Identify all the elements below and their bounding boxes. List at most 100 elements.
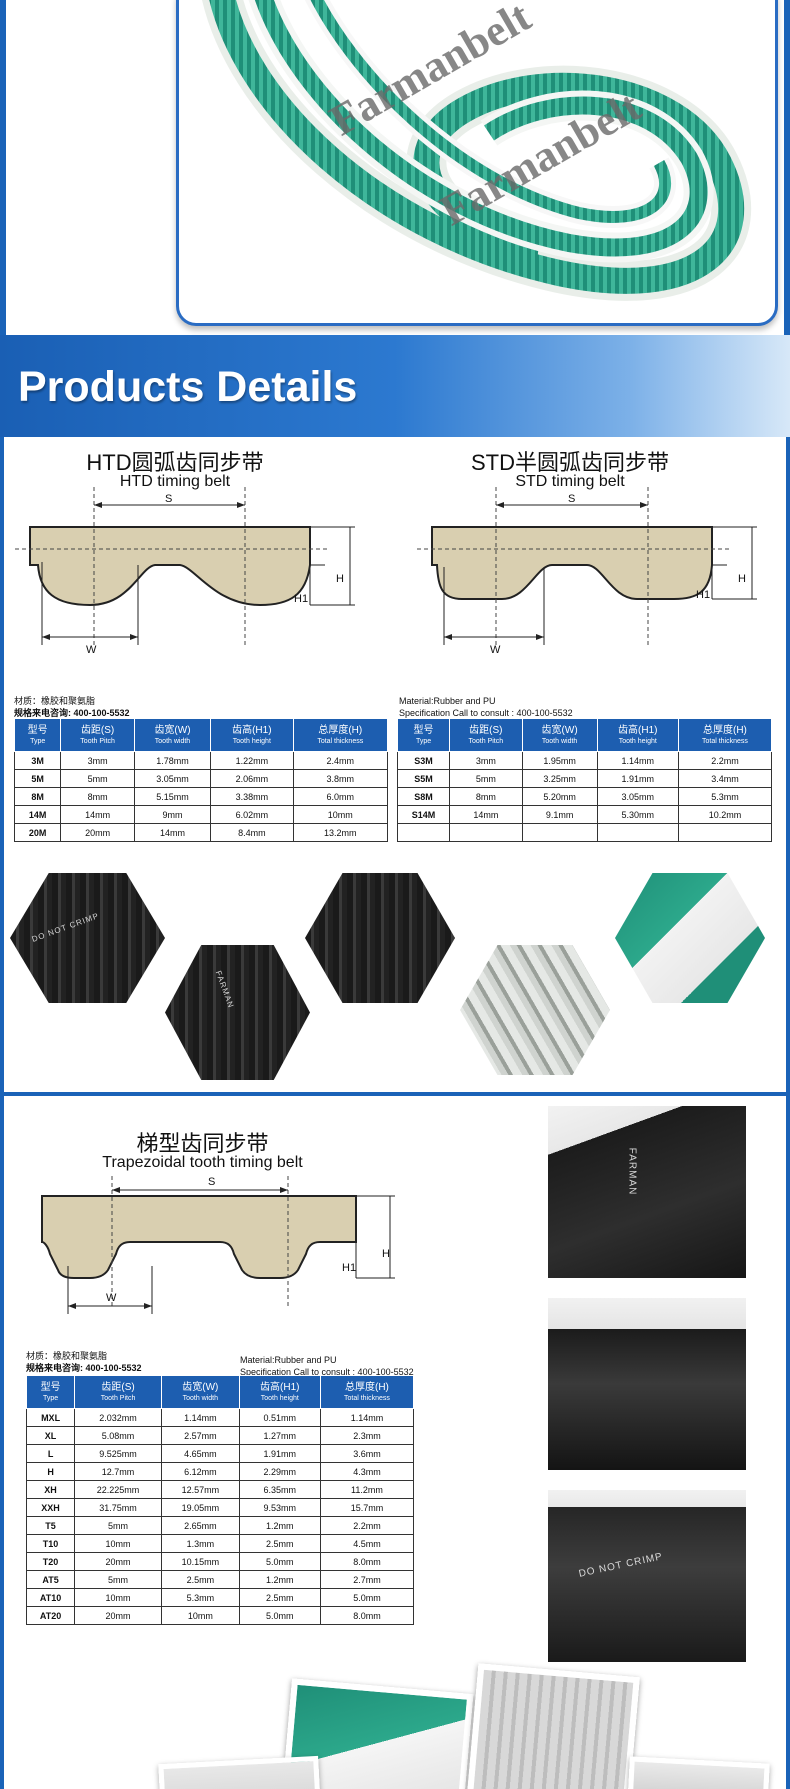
left-border bbox=[0, 0, 6, 335]
value-cell: 2.5mm bbox=[238, 1534, 321, 1553]
type-cell: 5M bbox=[13, 769, 62, 788]
material-text: 材质：橡胶和聚氨脂 bbox=[26, 1351, 108, 1361]
trap-material-en: Material:Rubber and PU Specification Cal… bbox=[240, 1354, 414, 1378]
value-cell: 2.5mm bbox=[160, 1570, 240, 1589]
value-cell: 2.29mm bbox=[238, 1462, 321, 1481]
value-cell: 8mm bbox=[449, 787, 523, 806]
type-cell: 8M bbox=[13, 787, 62, 806]
belt-photo-hex bbox=[305, 873, 455, 1003]
value-cell: 14mm bbox=[449, 805, 523, 824]
value-cell: 8.0mm bbox=[319, 1606, 415, 1625]
type-cell: 14M bbox=[13, 805, 62, 824]
value-cell: 1.14mm bbox=[596, 751, 679, 770]
header-cn: 齿高(H1) bbox=[232, 725, 272, 736]
value-cell: 3.38mm bbox=[210, 787, 294, 806]
std-title-cn: STD半圆弧齿同步带 bbox=[470, 450, 669, 475]
header-en: Tooth height bbox=[260, 1395, 299, 1402]
header-en: Total thickness bbox=[317, 738, 364, 745]
header-cn: 型号 bbox=[413, 725, 434, 736]
hero-belt-photo: Farmanbelt Farmanbelt bbox=[176, 0, 778, 326]
table-header-cell: 总厚度(H)Total thickness bbox=[319, 1375, 415, 1409]
label-w: W bbox=[86, 644, 97, 656]
value-cell: 6.02mm bbox=[210, 805, 294, 824]
value-cell: 5.3mm bbox=[160, 1588, 240, 1607]
value-cell bbox=[677, 823, 773, 842]
material-text: Material:Rubber and PU bbox=[399, 696, 496, 706]
header-en: Tooth Pitch bbox=[100, 1395, 136, 1402]
header-cn: 型号 bbox=[27, 725, 48, 736]
value-cell: 19.05mm bbox=[160, 1498, 240, 1517]
header-cn: 型号 bbox=[40, 1382, 61, 1393]
value-cell: 5.0mm bbox=[238, 1552, 321, 1571]
value-cell: 12.7mm bbox=[74, 1462, 162, 1481]
value-cell: 5.0mm bbox=[319, 1588, 415, 1607]
section-banner: Products Details bbox=[0, 335, 790, 437]
header-en: Type bbox=[415, 738, 432, 745]
value-cell: 2.4mm bbox=[292, 751, 389, 770]
htd-title-en: HTD timing belt bbox=[119, 473, 231, 490]
label-h: H bbox=[336, 573, 344, 585]
belt-photo: FARMAN bbox=[548, 1106, 746, 1278]
value-cell: 4.65mm bbox=[160, 1444, 240, 1463]
value-cell: 2.032mm bbox=[74, 1408, 162, 1427]
htd-material: 材质：橡胶和聚氨脂 规格来电咨询: 400-100-5532 bbox=[14, 695, 130, 719]
belt-photo bbox=[626, 1756, 770, 1789]
label-h: H bbox=[382, 1248, 390, 1260]
table-header-cell: 齿高(H1)Tooth height bbox=[596, 718, 679, 752]
header-cn: 齿距(S) bbox=[80, 725, 115, 736]
header-cn: 齿距(S) bbox=[469, 725, 503, 736]
value-cell: 15.7mm bbox=[319, 1498, 415, 1517]
value-cell: 1.2mm bbox=[238, 1570, 321, 1589]
value-cell: 2.5mm bbox=[238, 1588, 321, 1607]
type-cell: 20M bbox=[13, 823, 62, 842]
label-w: W bbox=[106, 1292, 117, 1304]
value-cell bbox=[449, 823, 523, 842]
value-cell: 3.05mm bbox=[596, 787, 679, 806]
consult-text: Specification Call to consult : 400-100-… bbox=[399, 708, 573, 718]
value-cell: 1.14mm bbox=[319, 1408, 415, 1427]
value-cell: 5mm bbox=[74, 1570, 162, 1589]
value-cell: 5.15mm bbox=[133, 787, 212, 806]
header-en: Total thickness bbox=[343, 1395, 390, 1402]
right-border bbox=[784, 0, 790, 335]
table-header-cell: 齿距(S)Tooth Pitch bbox=[74, 1375, 162, 1409]
value-cell: 5mm bbox=[74, 1516, 162, 1535]
value-cell: 10.2mm bbox=[677, 805, 773, 824]
value-cell: 3mm bbox=[60, 751, 135, 770]
type-cell: AT20 bbox=[25, 1606, 76, 1625]
header-en: Tooth height bbox=[618, 738, 657, 745]
table-header-cell: 齿宽(W) Tooth width bbox=[160, 1375, 240, 1409]
value-cell: 14mm bbox=[60, 805, 135, 824]
value-cell: 8mm bbox=[60, 787, 135, 806]
belt-brand-text: FARMAN bbox=[626, 1147, 638, 1196]
value-cell: 22.225mm bbox=[74, 1480, 162, 1499]
type-cell: S3M bbox=[396, 751, 451, 770]
consult-text: 规格来电咨询: 400-100-5532 bbox=[26, 1363, 142, 1373]
section-title: Products Details bbox=[18, 363, 358, 411]
type-cell: XL bbox=[25, 1426, 76, 1445]
right-border bbox=[786, 1096, 790, 1789]
belt-photo bbox=[548, 1298, 746, 1470]
type-cell: AT5 bbox=[25, 1570, 76, 1589]
value-cell: 2.65mm bbox=[160, 1516, 240, 1535]
belt-print-text: DO NOT CRIMP bbox=[30, 911, 101, 944]
value-cell: 10.15mm bbox=[160, 1552, 240, 1571]
value-cell: 1.3mm bbox=[160, 1534, 240, 1553]
value-cell: 10mm bbox=[292, 805, 389, 824]
label-h1: H1 bbox=[342, 1262, 357, 1274]
value-cell: 5.08mm bbox=[74, 1426, 162, 1445]
header-cn: 齿宽(W) bbox=[182, 1382, 219, 1393]
header-en: Tooth width bbox=[182, 1395, 219, 1402]
value-cell: 8.0mm bbox=[319, 1552, 415, 1571]
header-cn: 总厚度(H) bbox=[318, 725, 363, 736]
table-header-cell: 型号 Type bbox=[396, 718, 451, 752]
